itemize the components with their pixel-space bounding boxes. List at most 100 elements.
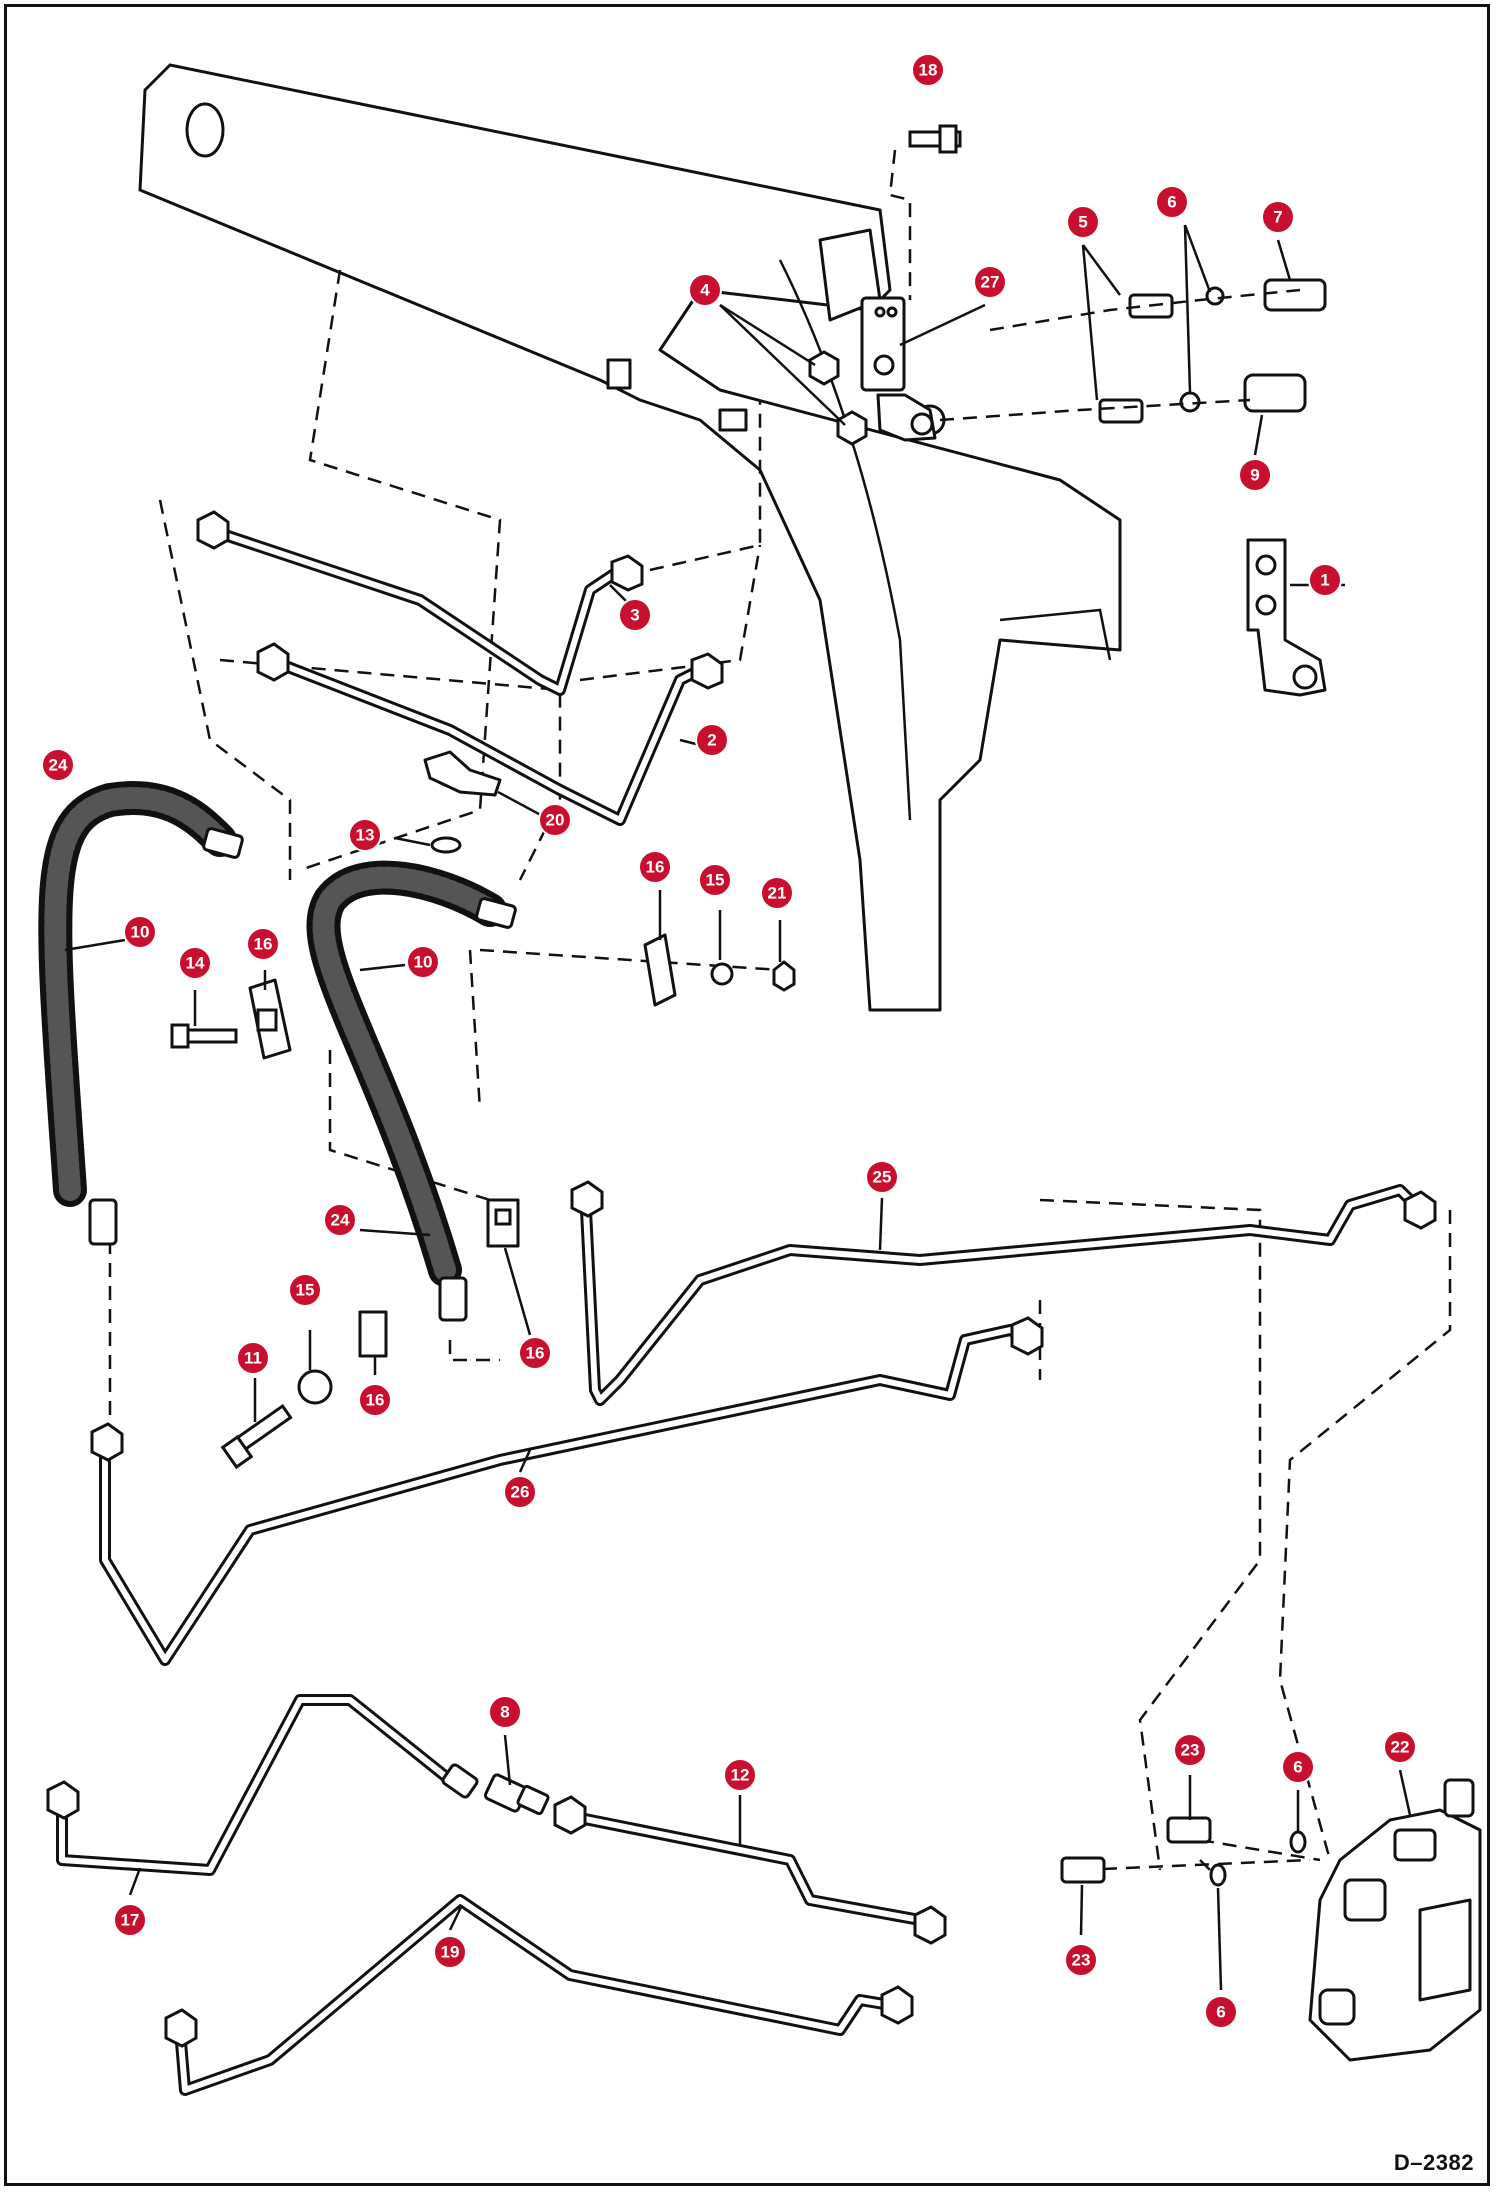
callout-12[interactable]: 12 xyxy=(723,1758,757,1792)
callout-3[interactable]: 3 xyxy=(618,598,652,632)
clamp-16-mid xyxy=(643,933,677,1007)
callout-16[interactable]: 16 xyxy=(358,1383,392,1417)
callout-24[interactable]: 24 xyxy=(41,748,75,782)
svg-text:16: 16 xyxy=(646,858,665,877)
tube-2 xyxy=(256,642,724,826)
callout-5[interactable]: 5 xyxy=(1066,205,1100,239)
callout-1[interactable]: 1 xyxy=(1308,563,1342,597)
callout-18[interactable]: 18 xyxy=(911,53,945,87)
svg-text:24: 24 xyxy=(331,1211,350,1230)
svg-text:24: 24 xyxy=(49,756,68,775)
arm-pivot-hole xyxy=(185,102,225,158)
svg-text:6: 6 xyxy=(1216,2003,1225,2022)
callout-19[interactable]: 19 xyxy=(433,1935,467,1969)
callout-7[interactable]: 7 xyxy=(1261,200,1295,234)
callout-4[interactable]: 4 xyxy=(688,273,722,307)
svg-text:23: 23 xyxy=(1181,1741,1200,1760)
drawing-frame xyxy=(4,4,1490,2186)
tube-17 xyxy=(46,1694,479,1876)
bolt-11 xyxy=(220,1403,293,1470)
svg-text:12: 12 xyxy=(731,1766,750,1785)
tube-19 xyxy=(164,1894,914,2096)
tube-25 xyxy=(570,1180,1437,1406)
svg-text:16: 16 xyxy=(254,935,273,954)
svg-text:16: 16 xyxy=(526,1344,545,1363)
tube-12 xyxy=(553,1795,947,1945)
callout-25[interactable]: 25 xyxy=(865,1160,899,1194)
seal-13 xyxy=(430,836,462,854)
callout-15[interactable]: 15 xyxy=(288,1273,322,1307)
loader-arm xyxy=(138,63,1122,1012)
washer-15-lower xyxy=(297,1369,333,1405)
svg-text:7: 7 xyxy=(1273,208,1282,227)
svg-text:16: 16 xyxy=(366,1391,385,1410)
callout-23[interactable]: 23 xyxy=(1064,1943,1098,1977)
callout-27[interactable]: 27 xyxy=(973,265,1007,299)
svg-text:14: 14 xyxy=(186,954,205,973)
leader-lines xyxy=(64,224,1412,1991)
callout-21[interactable]: 21 xyxy=(760,876,794,910)
svg-text:21: 21 xyxy=(768,884,787,903)
callout-6[interactable]: 6 xyxy=(1281,1750,1315,1784)
svg-text:9: 9 xyxy=(1250,466,1259,485)
callout-23[interactable]: 23 xyxy=(1173,1733,1207,1767)
callout-10[interactable]: 10 xyxy=(406,945,440,979)
svg-text:23: 23 xyxy=(1072,1951,1091,1970)
callout-16[interactable]: 16 xyxy=(518,1336,552,1370)
svg-text:27: 27 xyxy=(981,273,1000,292)
svg-text:25: 25 xyxy=(873,1168,892,1187)
capscrew-18 xyxy=(908,124,962,154)
svg-text:10: 10 xyxy=(131,923,150,942)
o-ring-6-upper xyxy=(1289,1830,1307,1854)
nut-4 xyxy=(808,350,868,446)
svg-text:26: 26 xyxy=(511,1483,530,1502)
drawing-number: D–2382 xyxy=(1393,2150,1474,2175)
callout-10[interactable]: 10 xyxy=(123,915,157,949)
svg-text:19: 19 xyxy=(441,1943,460,1962)
callout-13[interactable]: 13 xyxy=(348,818,382,852)
callout-14[interactable]: 14 xyxy=(178,946,212,980)
svg-text:8: 8 xyxy=(500,1703,509,1722)
callout-20[interactable]: 20 xyxy=(538,803,572,837)
svg-text:13: 13 xyxy=(356,826,375,845)
callout-24[interactable]: 24 xyxy=(323,1203,357,1237)
clamp-20 xyxy=(423,750,502,797)
svg-text:20: 20 xyxy=(546,811,565,830)
svg-text:6: 6 xyxy=(1293,1758,1302,1777)
bulkhead-bracket xyxy=(860,296,937,442)
svg-text:2: 2 xyxy=(707,731,716,750)
nut-21 xyxy=(772,960,796,992)
callout-9[interactable]: 9 xyxy=(1238,458,1272,492)
svg-text:17: 17 xyxy=(121,1911,140,1930)
svg-text:6: 6 xyxy=(1167,193,1176,212)
clamp-16-lower-b xyxy=(358,1310,388,1358)
callout-15[interactable]: 15 xyxy=(698,863,732,897)
hose-left xyxy=(38,781,244,1246)
callout-26[interactable]: 26 xyxy=(503,1475,537,1509)
callout-2[interactable]: 2 xyxy=(695,723,729,757)
callout-16[interactable]: 16 xyxy=(638,850,672,884)
svg-text:3: 3 xyxy=(630,606,639,625)
svg-text:10: 10 xyxy=(414,953,433,972)
tube-26 xyxy=(90,1316,1044,1666)
callout-17[interactable]: 17 xyxy=(113,1903,147,1937)
clamp-16-lower-a xyxy=(486,1198,520,1248)
arm-tab-2 xyxy=(718,408,748,432)
svg-text:11: 11 xyxy=(244,1349,262,1368)
callout-16[interactable]: 16 xyxy=(246,927,280,961)
plate-1 xyxy=(1246,538,1327,697)
callout-11[interactable]: 11 xyxy=(236,1341,270,1375)
callout-8[interactable]: 8 xyxy=(488,1695,522,1729)
callout-22[interactable]: 22 xyxy=(1383,1730,1417,1764)
hose-right xyxy=(306,860,517,1322)
callout-6[interactable]: 6 xyxy=(1204,1995,1238,2029)
svg-text:4: 4 xyxy=(700,281,710,300)
svg-text:15: 15 xyxy=(296,1281,315,1300)
clamp-16-upper xyxy=(248,978,292,1060)
fitting-23-upper xyxy=(1166,1816,1212,1844)
callout-6[interactable]: 6 xyxy=(1155,185,1189,219)
bolt-14 xyxy=(170,1023,238,1049)
fitting-23-lower xyxy=(1060,1856,1106,1884)
o-ring-6-lower xyxy=(1209,1863,1227,1887)
